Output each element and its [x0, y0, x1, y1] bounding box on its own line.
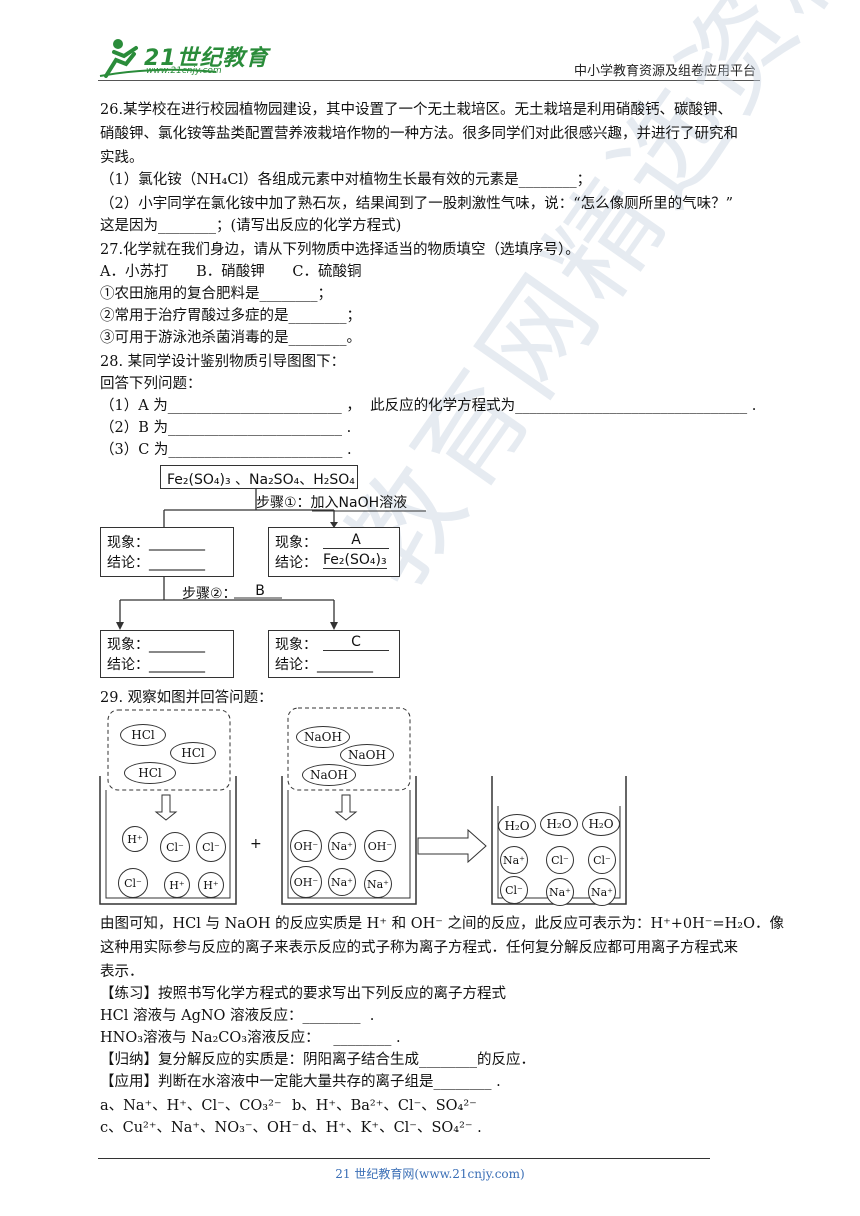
flowchart-step-1: 步骤①：加入NaOH溶液: [256, 495, 408, 511]
left2-phenomenon: 现象：________: [107, 637, 205, 653]
water-molecule: H₂O: [540, 812, 578, 836]
chloride-ion: Cl⁻: [546, 846, 574, 874]
q27-line-4: ②常用于治疗胃酸过多症的是________；: [100, 308, 361, 324]
q27-line-5: ③可用于游泳池杀菌消毒的是________。: [100, 330, 361, 346]
q28-line-1: 28. 某同学设计鉴别物质引导图图下：: [100, 354, 346, 370]
right1-phenomenon-label: 现象：: [275, 535, 317, 551]
flowchart-left-box-1: 现象：________ 结论：________: [100, 527, 234, 577]
q27-line-3: ①农田施用的复合肥料是________；: [100, 286, 332, 302]
q29-summary: 【归纳】复分解反应的实质是：阴阳离子结合生成________的反应．: [100, 1052, 535, 1068]
left1-conclusion: 结论：________: [107, 555, 205, 571]
q29-explanation-3: 表示．: [100, 964, 144, 980]
q28-line-5: （3）C 为________________________ .: [100, 442, 352, 458]
q29-explanation-2: 这种用实际参与反应的离子来表示反应的式子称为离子方程式．任何复分解反应都可用离子…: [100, 940, 738, 956]
right2-phenomenon-value: C: [323, 634, 389, 651]
hydrogen-ion: H⁺: [198, 872, 224, 898]
hydroxide-ion: OH⁻: [290, 866, 322, 898]
hydroxide-ion: OH⁻: [364, 830, 396, 862]
water-molecule: H₂O: [582, 812, 620, 836]
runner-logo-icon: [99, 39, 217, 78]
flowchart-start-box: Fe₂(SO₄)₃ 、Na₂SO₄、H₂SO₄: [160, 465, 358, 489]
chloride-ion: Cl⁻: [118, 868, 148, 898]
q28-line-3: （1）A 为________________________ ， 此反应的化学方…: [100, 398, 757, 414]
right2-phenomenon-label: 现象：: [275, 637, 317, 653]
naoh-molecule: NaOH: [302, 764, 356, 786]
q29-option-b: b、H⁺、Ba²⁺、Cl⁻、SO₄²⁻: [292, 1098, 477, 1114]
q26-line-3: 实践。: [100, 150, 144, 166]
flowchart-step-2-label: 步骤②：: [182, 586, 237, 602]
q29-practice-1: HCl 溶液与 AgNO 溶液反应：________ .: [100, 1008, 375, 1024]
sodium-ion: Na⁺: [364, 870, 392, 898]
flowchart-left-box-2: 现象：________ 结论：________: [100, 630, 234, 678]
sodium-ion: Na⁺: [328, 868, 356, 896]
sodium-ion: Na⁺: [588, 878, 616, 906]
right2-conclusion: 结论：________: [275, 657, 373, 673]
q29-explanation-1: 由图可知，HCl 与 NaOH 的反应实质是 H⁺ 和 OH⁻ 之间的反应，此反…: [100, 916, 784, 932]
q29-title: 29. 观察如图并回答问题：: [100, 690, 273, 706]
logo-text: 21世纪教育: [144, 46, 269, 71]
footer-divider: [98, 1158, 710, 1159]
q26-line-1: 26.某学校在进行校园植物园建设，其中设置了一个无土栽培区。无土栽培是利用硝酸钙…: [100, 102, 733, 118]
q26-line-2: 硝酸钾、氯化铵等盐类配置营养液栽培作物的一种方法。很多同学们对此很感兴趣，并进行…: [100, 126, 738, 142]
hydroxide-ion: OH⁻: [290, 830, 322, 862]
q29-practice: 【练习】按照书写化学方程式的要求写出下列反应的离子方程式: [100, 986, 506, 1002]
hcl-molecule: HCl: [124, 762, 176, 784]
q29-option-d: d、H⁺、K⁺、Cl⁻、SO₄²⁻ .: [302, 1120, 482, 1136]
chloride-ion: Cl⁻: [160, 832, 190, 862]
sodium-ion: Na⁺: [328, 832, 356, 860]
q26-line-5: （2）小宇同学在氯化铵中加了熟石灰，结果闻到了一股刺激性气味，说：“怎么像厕所里…: [100, 196, 734, 212]
q29-option-a: a、Na⁺、H⁺、Cl⁻、CO₃²⁻: [100, 1098, 282, 1114]
flowchart-right-box-2: 现象： C 结论：________: [268, 630, 400, 678]
q27-options: A．小苏打 B．硝酸钾 C．硫酸铜: [100, 264, 362, 280]
naoh-molecule: NaOH: [296, 726, 350, 748]
water-molecule: H₂O: [498, 814, 536, 838]
left2-conclusion: 结论：________: [107, 657, 205, 673]
plus-sign: +: [250, 836, 262, 852]
sodium-ion: Na⁺: [546, 878, 574, 906]
q28-line-4: （2）B 为________________________ .: [100, 420, 352, 436]
chloride-ion: Cl⁻: [500, 876, 528, 904]
naoh-molecule: NaOH: [340, 744, 394, 766]
left1-phenomenon: 现象：________: [107, 535, 205, 551]
flowchart-right-box-1: 现象： A 结论： Fe₂(SO₄)₃: [268, 527, 400, 577]
hcl-molecule: HCl: [120, 724, 166, 746]
q26-line-4: （1）氯化铵（NH₄Cl）各组成元素中对植物生长最有效的元素是________；: [100, 172, 592, 188]
flowchart-step-2-value: B: [255, 583, 265, 599]
q29-application: 【应用】判断在水溶液中一定能大量共存的离子组是________ .: [100, 1074, 501, 1090]
chloride-ion: Cl⁻: [196, 832, 226, 862]
q28-line-2: 回答下列问题：: [100, 376, 202, 392]
logo-url: www.21cnjy.com: [146, 66, 222, 76]
q26-line-6: 这是因为________；(请写出反应的化学方程式): [100, 218, 402, 234]
right1-phenomenon-value: A: [323, 532, 389, 549]
hydrogen-ion: H⁺: [122, 826, 148, 852]
right1-conclusion-value: Fe₂(SO₄)₃: [323, 552, 387, 569]
flowchart-start-label: Fe₂(SO₄)₃ 、Na₂SO₄、H₂SO₄: [167, 472, 355, 488]
right1-conclusion-label: 结论：: [275, 555, 317, 571]
sodium-ion: Na⁺: [500, 846, 528, 874]
hcl-molecule: HCl: [170, 742, 216, 764]
q29-practice-2: HNO₃溶液与 Na₂CO₃溶液反应： ________ .: [100, 1030, 401, 1046]
q27-line-1: 27.化学就在我们身边，请从下列物质中选择适当的物质填空（选填序号）。: [100, 242, 580, 258]
hydrogen-ion: H⁺: [164, 872, 190, 898]
q29-option-c: c、Cu²⁺、Na⁺、NO₃⁻、OH⁻: [100, 1120, 300, 1136]
chloride-ion: Cl⁻: [588, 846, 616, 874]
header-platform-name: 中小学教育资源及组卷应用平台: [573, 64, 756, 79]
footer-text[interactable]: 21 世纪教育网(www.21cnjy.com): [335, 1167, 525, 1181]
header-divider: [98, 80, 760, 81]
